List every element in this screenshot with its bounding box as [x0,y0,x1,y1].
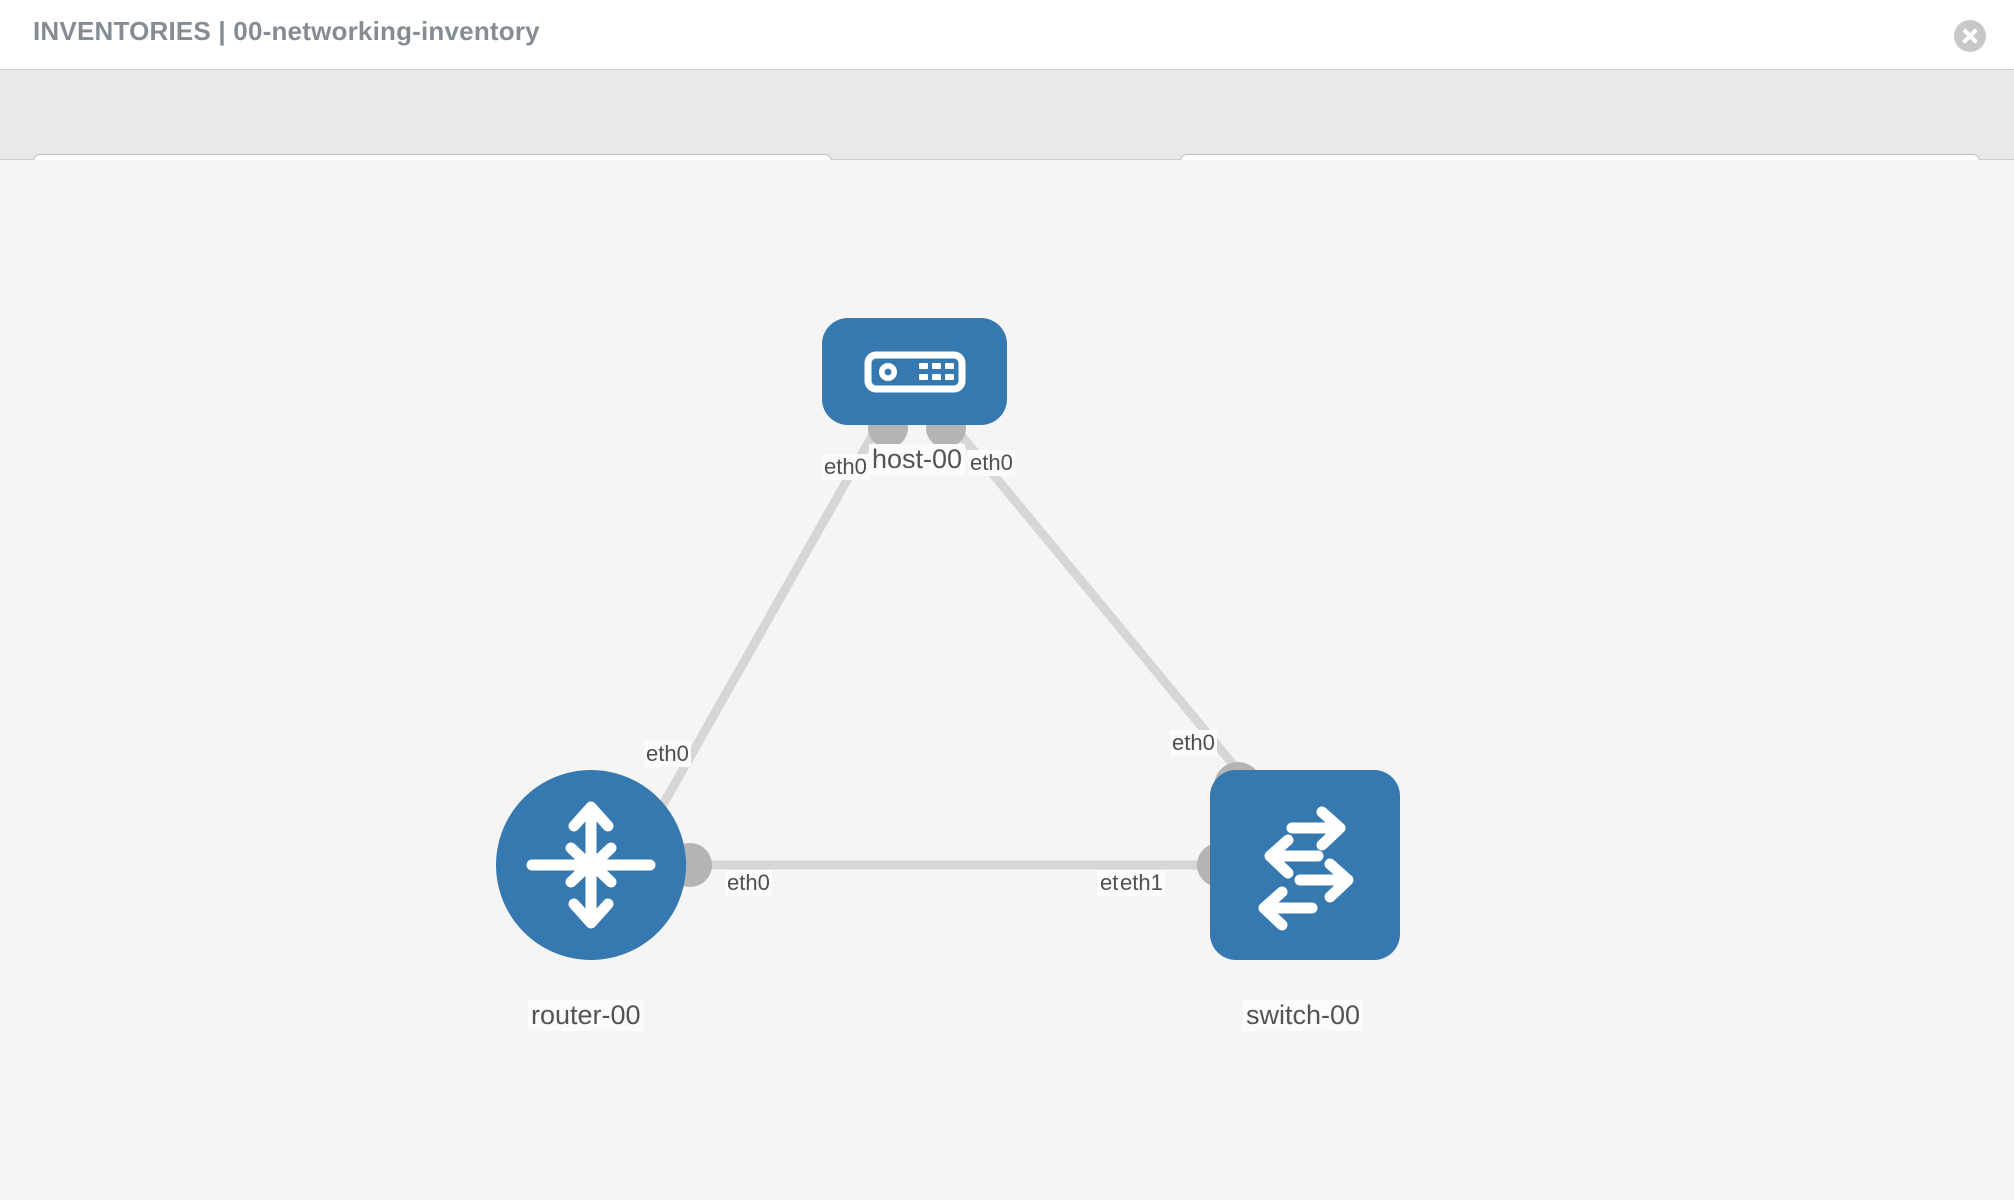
edge-label-router-right: eth0 [725,870,772,896]
page-title: INVENTORIES | 00-networking-inventory [33,16,540,46]
edge-label-switch-up: eth0 [1170,730,1217,756]
server-icon [864,351,966,393]
node-shape-switch [1210,770,1400,960]
edge-host-switch [945,417,1255,790]
edge-label-router-up: eth0 [644,741,691,767]
node-label-switch-00: switch-00 [1243,1000,1364,1031]
node-label-router-00: router-00 [528,1000,644,1031]
edge-label-switch-left-b: eth1 [1118,870,1165,896]
topology-node-switch-00[interactable] [1210,770,1400,960]
edge-host-router [655,417,885,815]
page-header: INVENTORIES | 00-networking-inventory [0,0,2014,69]
edge-label-host-left: eth0 [822,454,869,480]
switch-arrows-icon [1258,806,1354,931]
node-label-host-00: host-00 [869,444,966,475]
node-shape-host [822,318,1007,425]
topology-node-host-00[interactable] [822,318,1007,425]
topology-node-router-00[interactable] [496,770,686,960]
topology-canvas[interactable]: host-00 router-00 switch-00 eth0 eth0 et… [0,160,2014,1200]
toolbar: ACTIONS SEARCH [0,69,2014,206]
router-arrows-icon [526,801,656,929]
topology-edges [655,408,1262,887]
edge-label-host-right: eth0 [968,450,1015,476]
close-icon[interactable] [1954,20,1986,52]
